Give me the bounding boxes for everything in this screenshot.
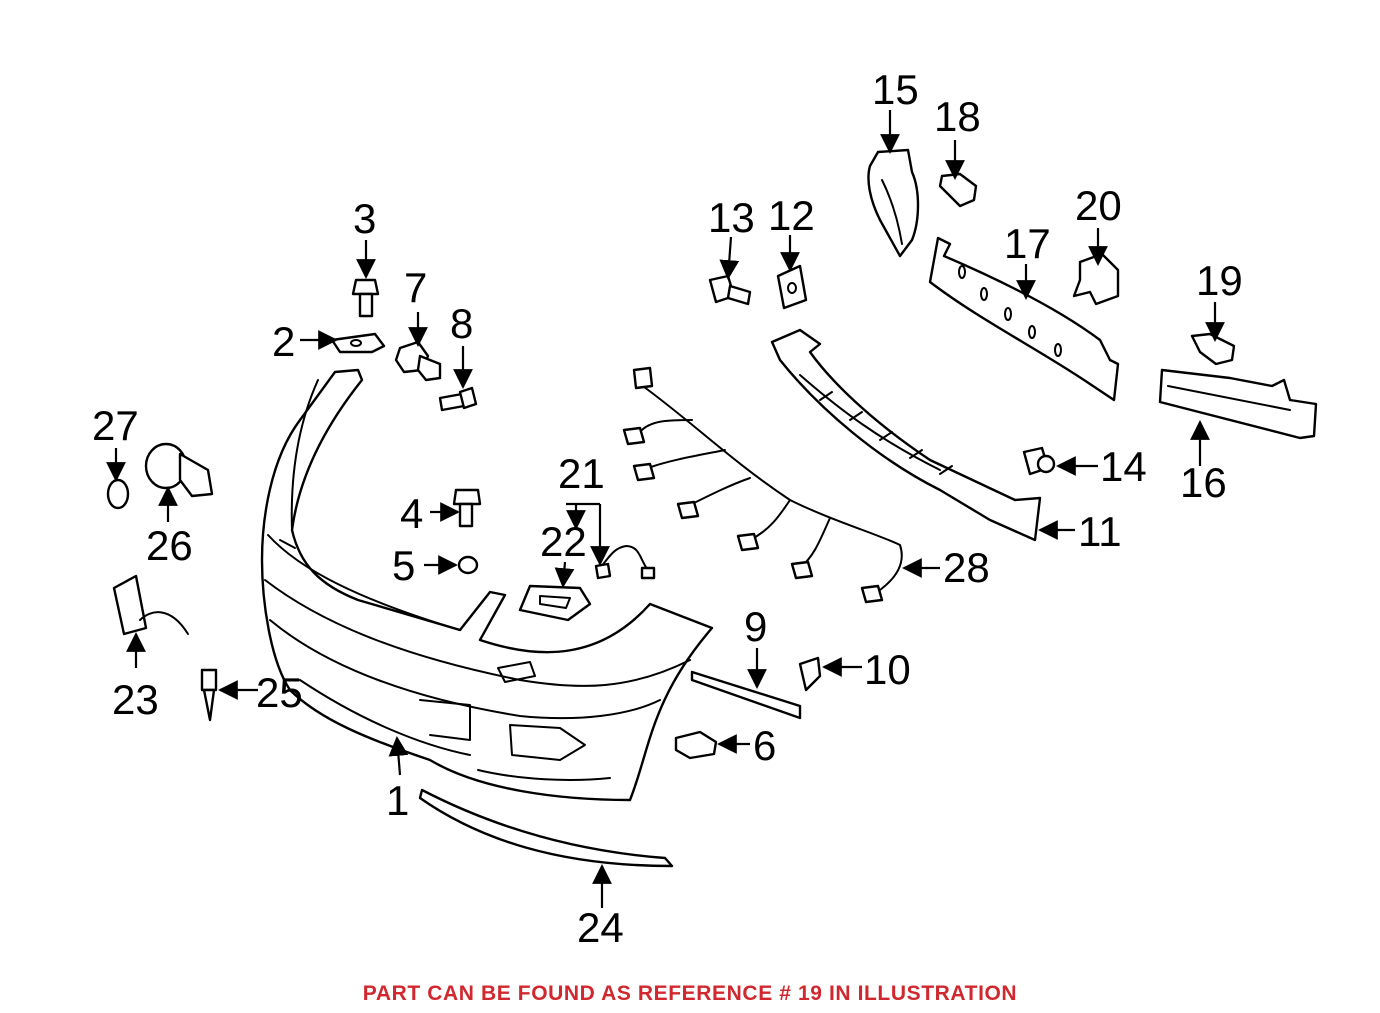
leader-arrows <box>106 110 1225 908</box>
callout-2: 2 <box>272 318 295 365</box>
callout-24: 24 <box>577 904 624 951</box>
bumper-cover <box>260 368 714 802</box>
clip-18 <box>938 172 978 208</box>
lower-lip-strip <box>418 788 674 868</box>
callout-12: 12 <box>768 192 815 239</box>
clip-7 <box>394 340 442 382</box>
ring-27 <box>106 478 130 510</box>
callout-7: 7 <box>404 264 427 311</box>
callout-11: 11 <box>1078 508 1122 555</box>
callout-19: 19 <box>1196 257 1243 304</box>
callout-13: 13 <box>708 194 755 241</box>
callout-labels: 1 2 3 4 5 6 7 8 9 10 11 12 13 14 15 16 1… <box>92 66 1243 951</box>
callout-18: 18 <box>934 93 981 140</box>
tow-hook-cover-22 <box>518 584 592 622</box>
callout-17: 17 <box>1004 220 1051 267</box>
push-pin-25 <box>200 668 218 722</box>
washer-5 <box>457 555 479 575</box>
molding-9 <box>690 670 802 720</box>
callout-9: 9 <box>744 603 767 650</box>
callout-20: 20 <box>1075 182 1122 229</box>
wiring-harness-28 <box>622 366 903 604</box>
callout-1: 1 <box>386 777 409 824</box>
screw-8 <box>438 386 478 412</box>
callout-16: 16 <box>1180 459 1227 506</box>
callout-26: 26 <box>146 522 193 569</box>
callout-27: 27 <box>92 402 139 449</box>
sensor-26 <box>144 442 214 498</box>
pad-6 <box>674 730 718 760</box>
callout-15: 15 <box>872 66 919 113</box>
callout-14: 14 <box>1100 443 1147 490</box>
bracket-15 <box>867 148 920 258</box>
callout-10: 10 <box>864 646 911 693</box>
clip-14 <box>1022 446 1056 476</box>
bolt-4 <box>452 488 482 528</box>
bracket-2 <box>330 332 386 354</box>
callout-28: 28 <box>943 544 990 591</box>
bracket-20 <box>1072 252 1120 306</box>
callout-3: 3 <box>353 195 376 242</box>
energy-absorber-11 <box>770 328 1042 542</box>
callout-22: 22 <box>540 518 587 565</box>
nut-clip-12 <box>776 264 808 310</box>
bolt-13 <box>708 274 752 306</box>
bolt-3 <box>351 278 380 318</box>
callout-25: 25 <box>256 669 303 716</box>
callout-23: 23 <box>112 676 159 723</box>
reinforcement-17 <box>928 236 1120 402</box>
sensor-bracket-23 <box>112 574 189 636</box>
guide-16 <box>1158 368 1318 440</box>
clip-10 <box>798 656 822 692</box>
reference-note: PART CAN BE FOUND AS REFERENCE # 19 IN I… <box>362 982 1018 1005</box>
callout-6: 6 <box>753 722 776 769</box>
sensor-lead-21 <box>594 545 656 580</box>
callout-4: 4 <box>400 490 423 537</box>
callout-21: 21 <box>558 450 605 497</box>
clip-19 <box>1190 332 1236 366</box>
callout-5: 5 <box>392 542 415 589</box>
callout-8: 8 <box>450 300 473 347</box>
